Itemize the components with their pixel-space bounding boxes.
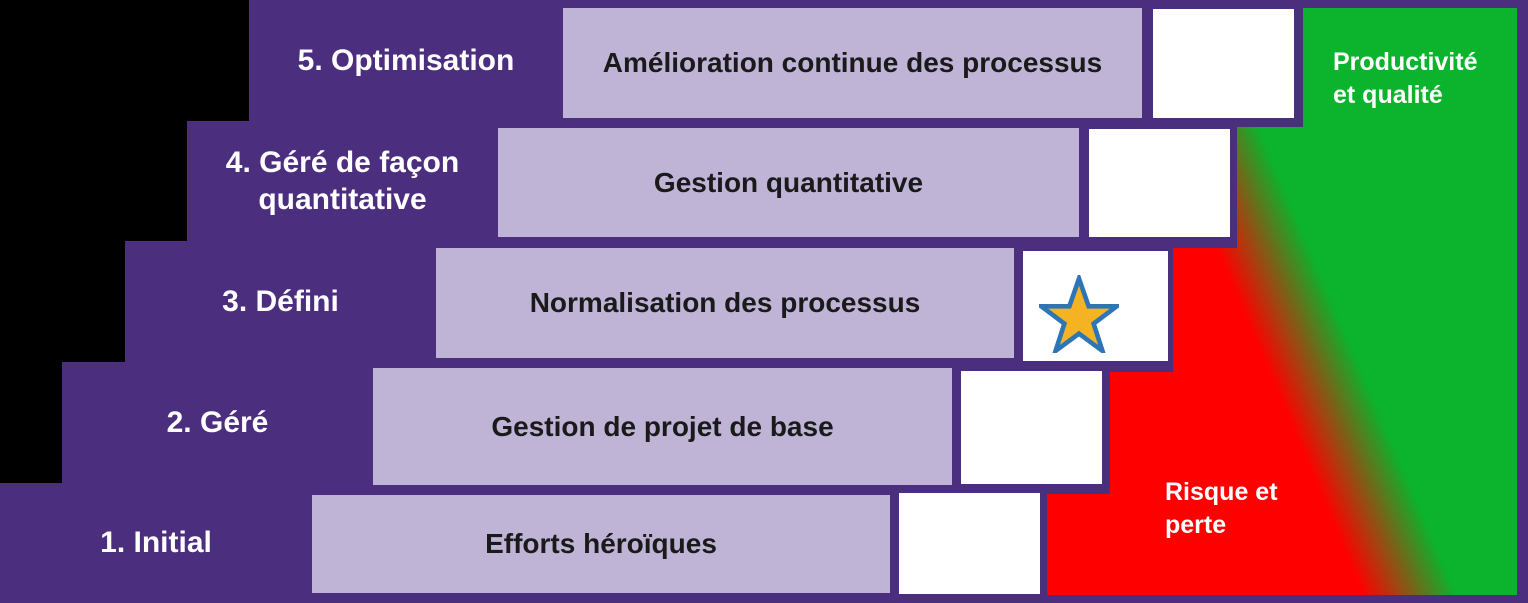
marker-box-1 <box>899 493 1040 594</box>
marker-box-5 <box>1153 9 1294 118</box>
star-icon <box>1039 275 1119 353</box>
productivity-label: Productivité et qualité <box>1333 48 1478 109</box>
marker-box-2 <box>961 371 1102 484</box>
level-label-1-initial: 1. Initial <box>100 526 212 560</box>
description-box-5: Amélioration continue des processus <box>563 8 1142 118</box>
description-box-4: Gestion quantitative <box>498 128 1079 237</box>
level-label-3-defini: 3. Défini <box>222 284 339 318</box>
marker-box-4 <box>1089 129 1230 237</box>
level-label-2-gere: 2. Géré <box>166 405 269 439</box>
description-box-1: Efforts héroïques <box>312 495 890 593</box>
risk-label: Risque et perte <box>1165 478 1278 539</box>
description-box-3: Normalisation des processus <box>436 248 1014 358</box>
description-box-2: Gestion de projet de base <box>373 368 952 485</box>
marker-box-3 <box>1023 251 1168 361</box>
level-label-5-optimisation: 5. Optimisation <box>297 43 515 77</box>
level-label-4-gere-quantitative: 4. Géré de façon quantitative <box>225 145 460 217</box>
